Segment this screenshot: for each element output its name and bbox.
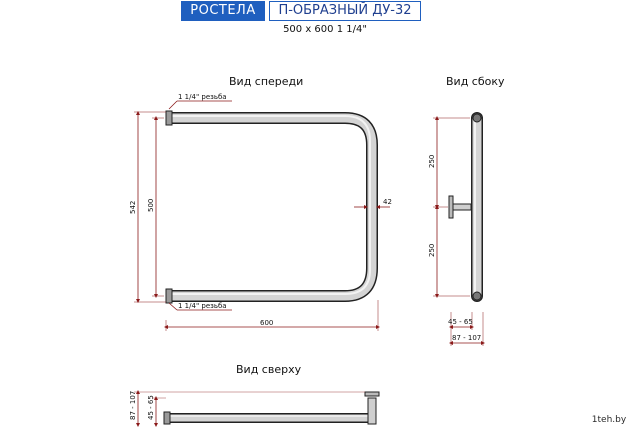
top-thread-fitting — [165, 110, 173, 126]
top-mount-b-label: 87 - 107 — [129, 391, 137, 420]
thread-top-label: 1 1/4" резьба — [178, 93, 227, 101]
side-mount-b-label: 87 - 107 — [452, 334, 481, 342]
bottom-thread-fitting — [165, 288, 173, 304]
height-inner-label: 500 — [147, 199, 155, 212]
size-spec: 500 x 600 1 1/4" — [283, 24, 367, 35]
front-view: 1 1/4" резьба 1 1/4" резьба 542 500 600 … — [129, 93, 392, 331]
top-mount-a-label: 45 - 65 — [147, 395, 155, 420]
front-view-title: Вид спереди — [229, 75, 304, 88]
thread-bottom-label: 1 1/4" резьба — [178, 302, 227, 310]
side-mount-a-label: 45 - 65 — [448, 318, 473, 326]
depth-label: 42 — [383, 198, 392, 206]
top-view-bracket — [367, 397, 377, 425]
watermark: 1teh.by — [580, 412, 638, 428]
model-title: П-ОБРАЗНЫЙ ДУ-32 — [269, 1, 421, 21]
side-view: 250 250 45 - 65 87 - 107 — [428, 112, 485, 346]
towel-rail-pipe — [170, 112, 378, 302]
wall-mount-bracket — [448, 195, 454, 219]
width-label: 600 — [260, 319, 273, 327]
brand-label: РОСТЕЛА — [181, 1, 265, 21]
side-upper-label: 250 — [428, 155, 436, 168]
top-view: 87 - 107 45 - 65 — [129, 390, 380, 427]
top-view-title: Вид сверху — [236, 363, 302, 376]
side-view-title: Вид сбоку — [446, 75, 505, 88]
side-lower-label: 250 — [428, 244, 436, 257]
height-total-label: 542 — [129, 201, 137, 214]
